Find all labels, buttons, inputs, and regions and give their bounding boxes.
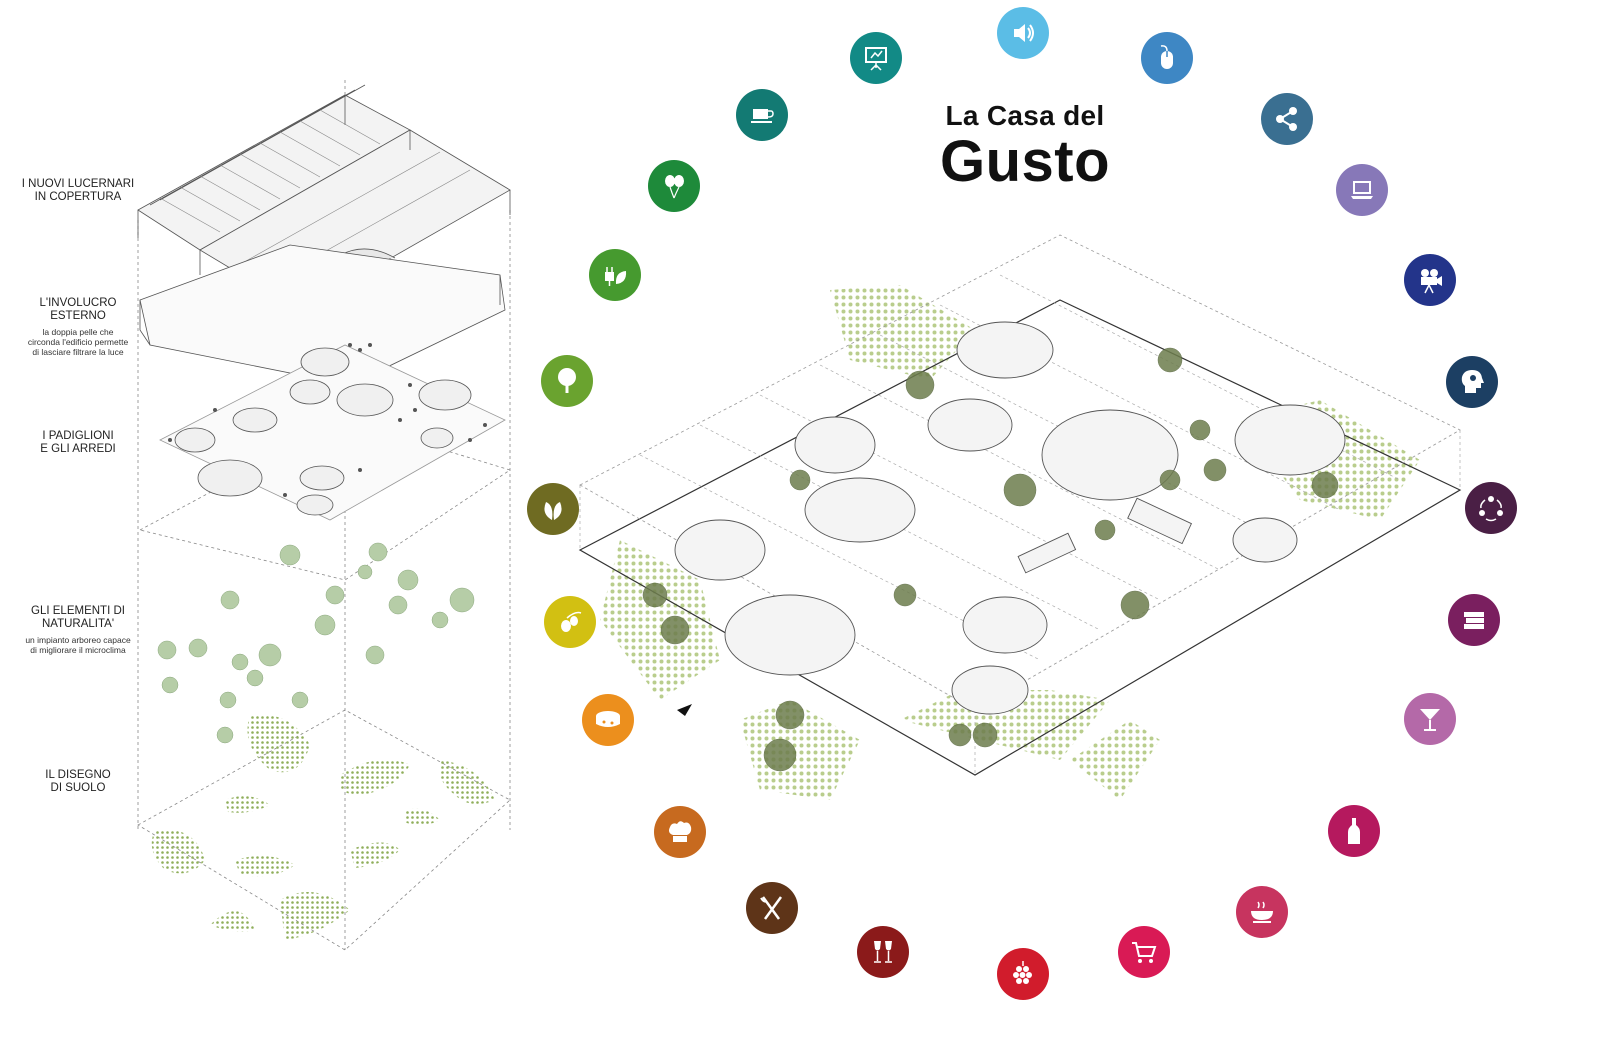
- share-icon: [1261, 93, 1313, 145]
- speaker-icon: [997, 7, 1049, 59]
- people-network-icon: [1465, 482, 1517, 534]
- layer-label-pavilions: I PADIGLIONI E GLI ARREDI: [3, 430, 153, 456]
- presentation-board-icon: [850, 32, 902, 84]
- cheese-icon: [582, 694, 634, 746]
- wine-bottle-icon: [1328, 805, 1380, 857]
- laptop-icon: [1336, 164, 1388, 216]
- layer-ground-design: [151, 714, 495, 940]
- coffee-cup-icon: [736, 89, 788, 141]
- layer-label-name: I NUOVI LUCERNARI IN COPERTURA: [21, 178, 135, 203]
- layer-label-skylights: I NUOVI LUCERNARI IN COPERTURA: [3, 178, 153, 204]
- cart-icon: [1118, 926, 1170, 978]
- layer-label-name: L'INVOLUCRO ESTERNO: [39, 297, 117, 322]
- layer-pavilions: [159, 343, 506, 521]
- main-isometric-plan: [578, 234, 1462, 800]
- mouse-icon: [1141, 32, 1193, 84]
- balloons-icon: [648, 160, 700, 212]
- layer-label-desc: la doppia pelle che circonda l'edificio …: [27, 327, 129, 357]
- wine-glasses-icon: [857, 926, 909, 978]
- olive-icon: [544, 596, 596, 648]
- cutlery-icon: [746, 882, 798, 934]
- tree-icon: [541, 355, 593, 407]
- brain-gear-icon: [1446, 356, 1498, 408]
- layer-label-desc: un impianto arboreo capace di migliorare…: [25, 635, 131, 655]
- layer-trees: [157, 542, 475, 744]
- cocktail-icon: [1404, 693, 1456, 745]
- grapes-icon: [997, 948, 1049, 1000]
- leaves-icon: [527, 483, 579, 535]
- plug-leaf-icon: [589, 249, 641, 301]
- layer-label-nature: GLI ELEMENTI DI NATURALITA' un impianto …: [3, 605, 153, 655]
- layer-label-name: I PADIGLIONI E GLI ARREDI: [40, 430, 116, 455]
- north-arrow-icon: [677, 704, 692, 716]
- layer-label-envelope: L'INVOLUCRO ESTERNO la doppia pelle che …: [3, 297, 153, 357]
- books-icon: [1448, 594, 1500, 646]
- film-camera-icon: [1404, 254, 1456, 306]
- layer-label-name: GLI ELEMENTI DI NATURALITA': [31, 605, 125, 630]
- soup-bowl-icon: [1236, 886, 1288, 938]
- chef-hat-icon: [654, 806, 706, 858]
- title-line-1: La Casa del: [945, 100, 1105, 131]
- layer-label-name: IL DISEGNO DI SUOLO: [45, 769, 111, 794]
- title-line-2: Gusto: [939, 129, 1111, 194]
- layer-label-ground: IL DISEGNO DI SUOLO: [3, 769, 153, 795]
- layer-envelope: [139, 244, 506, 386]
